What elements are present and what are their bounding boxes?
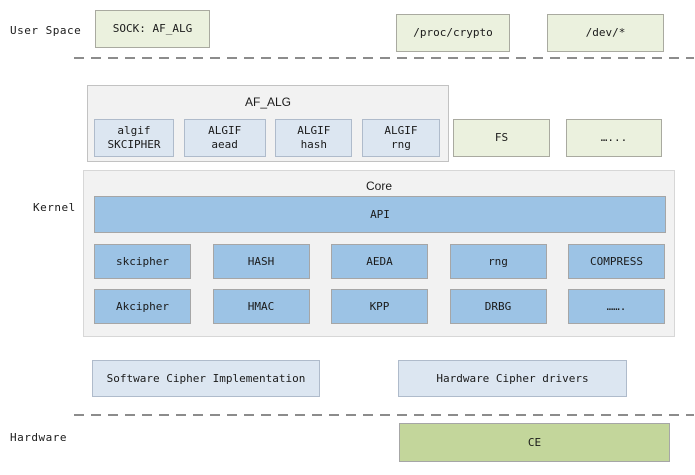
algif-hash-line2: hash	[300, 138, 328, 151]
algif-rng-box: ALGIF rng	[361, 119, 440, 157]
hmac-box: HMAC	[212, 289, 310, 324]
algif-skcipher-line1: algif	[117, 124, 151, 138]
dev-box: /dev/*	[547, 14, 664, 52]
sock-af-alg-box: SOCK: AF_ALG	[95, 10, 210, 48]
proc-crypto-box: /proc/crypto	[396, 14, 510, 52]
hash-box: HASH	[212, 244, 310, 279]
fs-box: FS	[453, 119, 550, 157]
api-bar: API	[94, 196, 666, 233]
hardware-cipher-drivers-box: Hardware Cipher drivers	[398, 360, 627, 397]
af-alg-title: AF_ALG	[244, 95, 292, 109]
core-row-1: skcipher HASH AEDA rng COMPRESS	[94, 244, 665, 279]
kpp-box: KPP	[331, 289, 428, 324]
core-title: Core	[365, 179, 392, 193]
kernel-layer-label: Kernel	[33, 201, 76, 214]
software-cipher-implementation-box: Software Cipher Implementation	[92, 360, 320, 397]
user-kernel-boundary-line	[74, 57, 694, 59]
algif-skcipher-box: algif SKCIPHER	[94, 119, 174, 157]
algif-skcipher-line2: SKCIPHER	[107, 138, 161, 151]
ce-box: CE	[399, 423, 670, 462]
algif-aead-line1: ALGIF	[208, 124, 242, 138]
af-alg-module-row: algif SKCIPHER ALGIF aead ALGIF hash ALG…	[94, 119, 440, 157]
rng-box: rng	[449, 244, 547, 279]
fs-ellipsis-box: …...	[566, 119, 662, 157]
hardware-layer-label: Hardware	[10, 431, 67, 444]
akcipher-box: Akcipher	[94, 289, 191, 324]
aead-box: AEDA	[331, 244, 428, 279]
algif-hash-line1: ALGIF	[297, 124, 331, 138]
algif-rng-line2: rng	[391, 138, 411, 151]
kernel-hardware-boundary-line	[74, 414, 694, 416]
drbg-box: DRBG	[449, 289, 547, 324]
core-row-2: Akcipher HMAC KPP DRBG …….	[94, 289, 665, 324]
af-alg-container: AF_ALG algif SKCIPHER ALGIF aead ALGIF h…	[87, 85, 449, 162]
core-ellipsis-box: …….	[568, 289, 665, 324]
user-space-layer-label: User Space	[10, 24, 82, 37]
algif-aead-line2: aead	[211, 138, 238, 151]
skcipher-box: skcipher	[94, 244, 191, 279]
compress-box: COMPRESS	[568, 244, 665, 279]
algif-hash-box: ALGIF hash	[275, 119, 353, 157]
algif-rng-line1: ALGIF	[384, 124, 418, 138]
core-container: Core API skcipher HASH AEDA rng COMPRESS…	[83, 170, 675, 337]
algif-aead-box: ALGIF aead	[183, 119, 266, 157]
